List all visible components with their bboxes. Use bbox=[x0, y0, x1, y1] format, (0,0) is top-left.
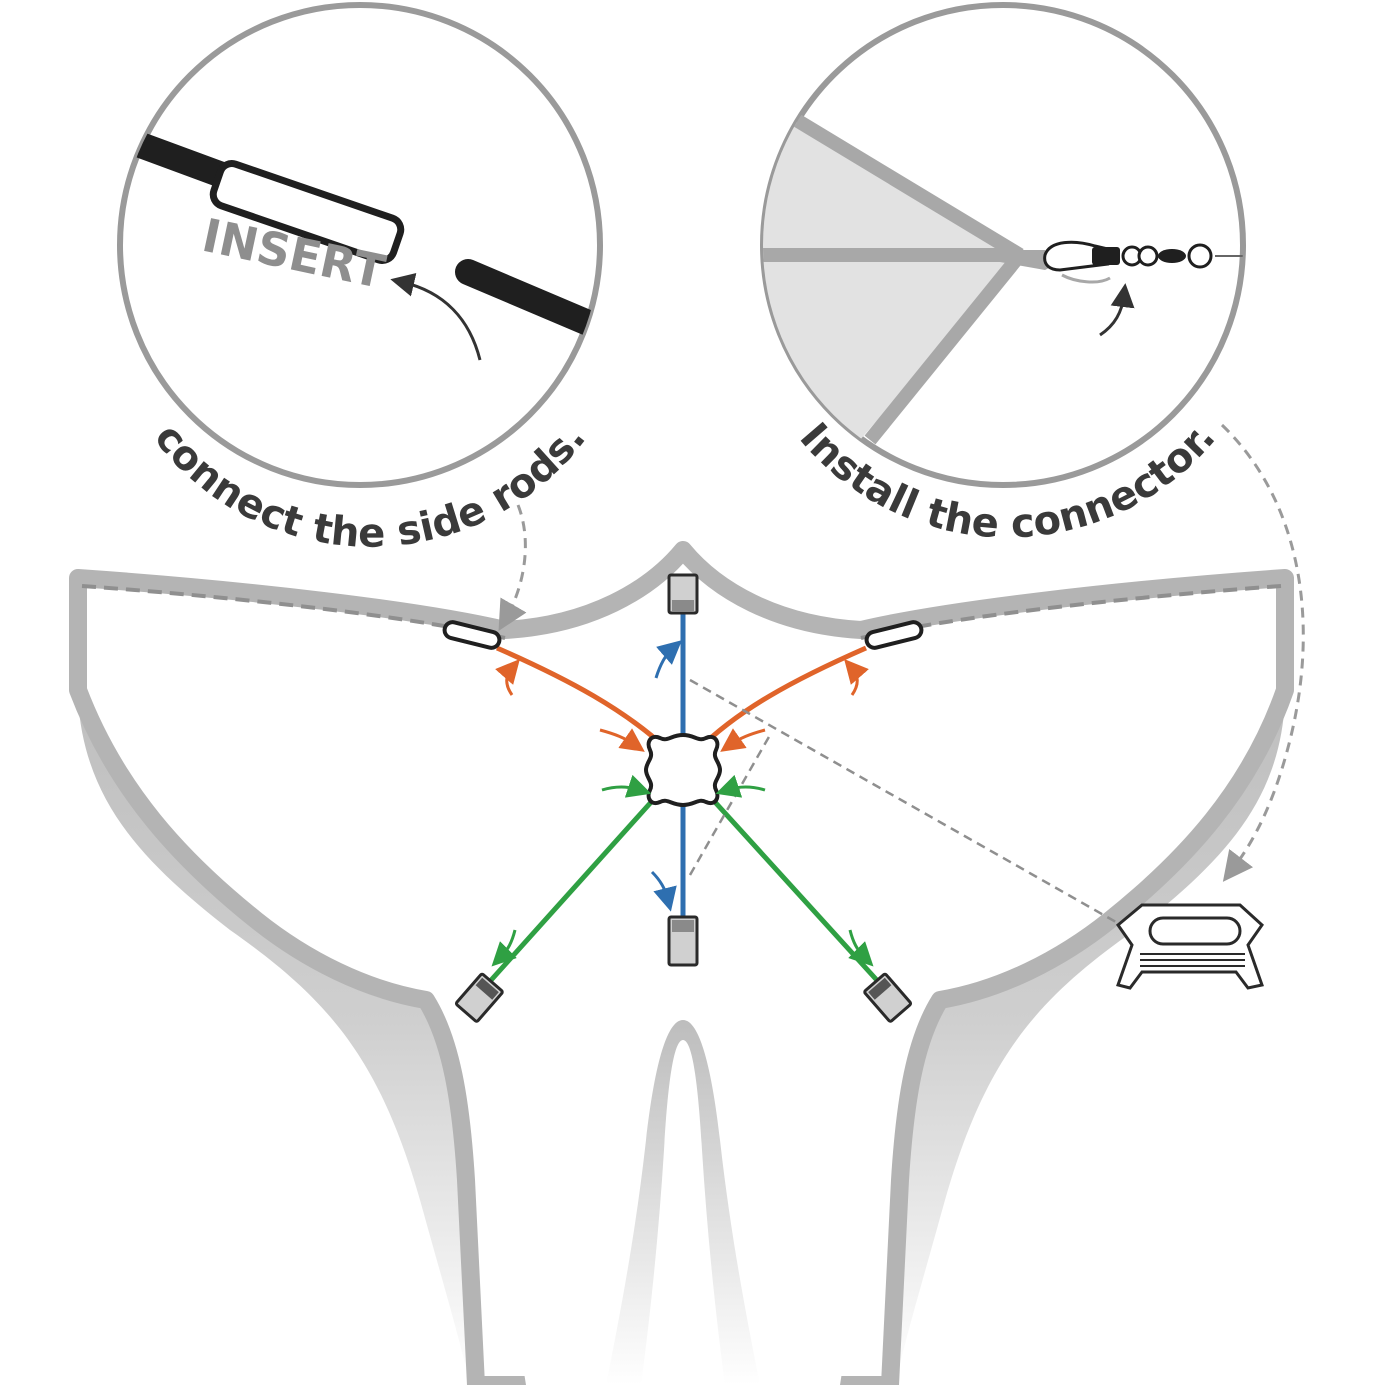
end-cap-icon bbox=[863, 972, 913, 1023]
callout-arrow-right bbox=[1220, 423, 1305, 882]
left-callout: INSERT bbox=[117, 2, 603, 488]
kite-sail bbox=[69, 541, 1294, 1385]
ferrule-icon bbox=[442, 620, 502, 650]
end-cap-icon bbox=[454, 972, 504, 1023]
curved-arrow-icon bbox=[650, 870, 677, 912]
end-cap-icon bbox=[667, 573, 699, 615]
curved-arrow-icon bbox=[601, 774, 652, 798]
curved-arrow-icon bbox=[1099, 283, 1135, 337]
tail-spike-inner bbox=[641, 1040, 725, 1385]
ferrule-icon bbox=[209, 160, 405, 264]
side-rod-lower bbox=[455, 259, 600, 358]
bridle-line-upper bbox=[689, 678, 1131, 932]
curved-arrow-icon bbox=[495, 658, 520, 696]
curved-arrow-icon bbox=[844, 658, 869, 696]
callout-arrow-left bbox=[498, 504, 527, 632]
curved-arrow-icon bbox=[390, 273, 482, 361]
end-cap-icon bbox=[667, 915, 699, 967]
curved-arrow-icon bbox=[654, 640, 683, 679]
curved-arrow-icon bbox=[599, 728, 645, 752]
assembly-arrows bbox=[491, 640, 874, 967]
ferrule-icon bbox=[864, 620, 924, 650]
bridle-connector-icon bbox=[1115, 903, 1264, 990]
curved-arrow-icon bbox=[715, 774, 766, 798]
swivel-snap-icon bbox=[1043, 240, 1213, 284]
bridle-line-lower bbox=[688, 734, 772, 876]
curved-arrow-icon bbox=[491, 929, 517, 967]
curved-arrow-icon bbox=[848, 929, 874, 967]
right-callout bbox=[760, 2, 1246, 488]
curved-arrow-icon bbox=[720, 728, 766, 752]
right-sail-leg bbox=[805, 580, 1285, 1385]
spar-frame bbox=[442, 573, 1264, 1023]
sail-inner bbox=[95, 572, 1268, 1385]
center-cross-connector-icon bbox=[643, 732, 723, 808]
sail-detail bbox=[763, 100, 1020, 440]
left-sail-leg bbox=[78, 580, 560, 1385]
